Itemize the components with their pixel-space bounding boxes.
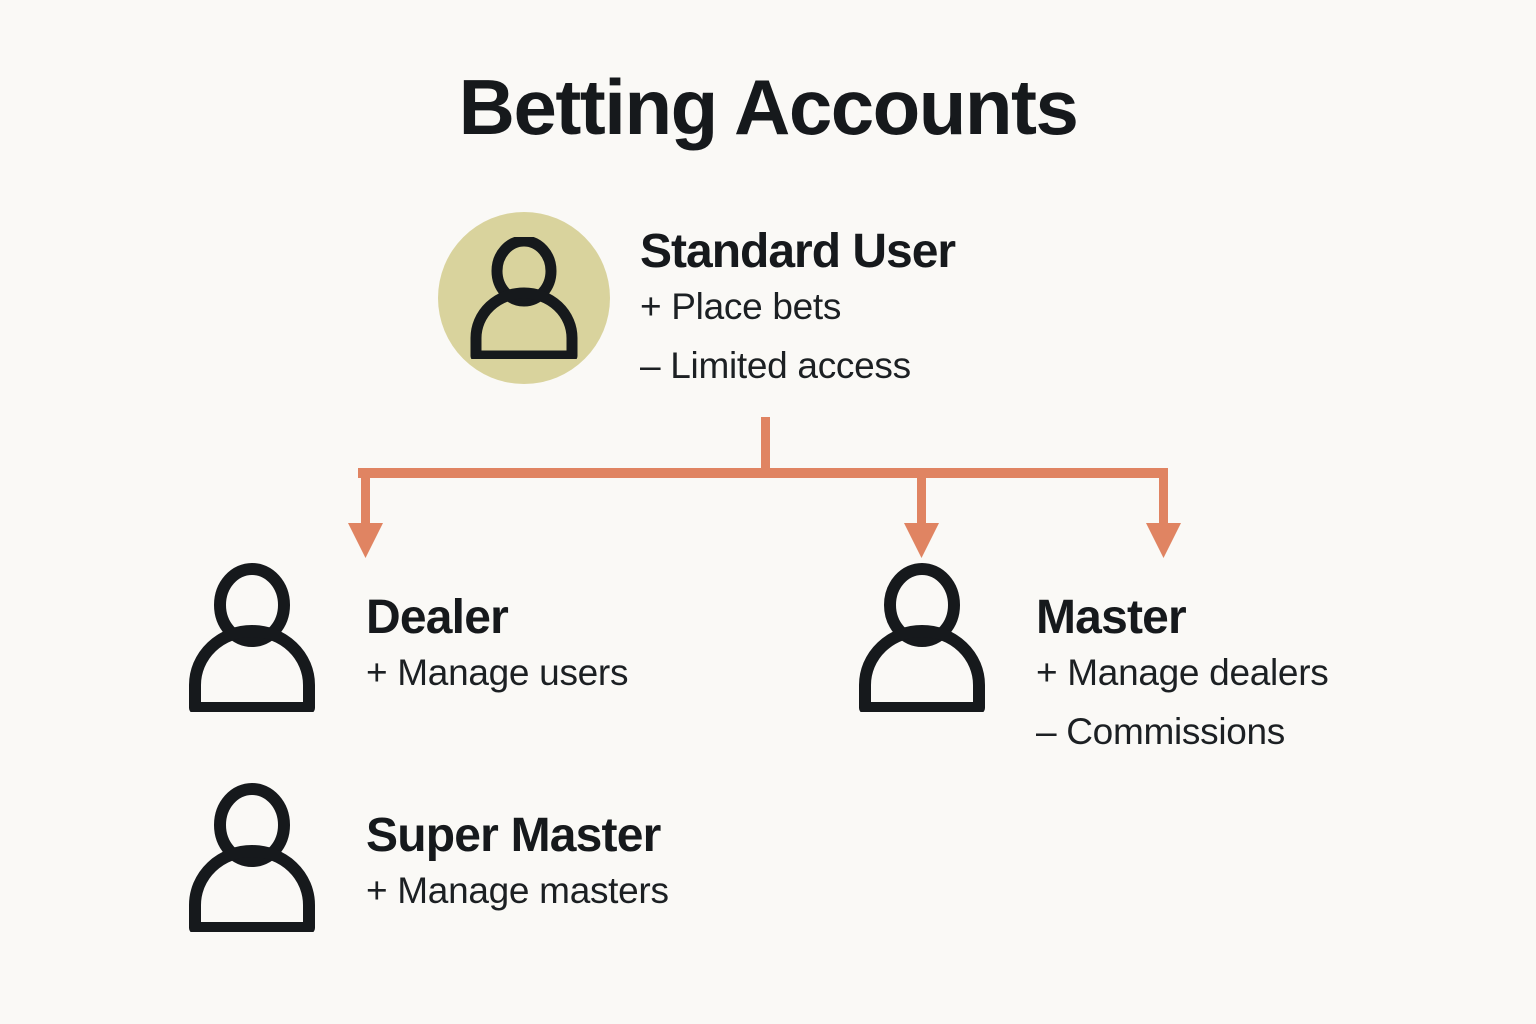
node-standard-user[interactable]: Standard User + Place bets – Limited acc… — [438, 212, 956, 395]
node-dealer-perk-0: + Manage users — [366, 651, 629, 693]
avatar-standard-user — [438, 212, 610, 384]
node-standard-user-perk-1: – Limited access — [640, 345, 911, 387]
node-master-text: Master + Manage dealers – Commissions — [1036, 591, 1329, 761]
node-standard-user-text: Standard User + Place bets – Limited acc… — [640, 225, 956, 395]
node-master-label: Master — [1036, 591, 1187, 644]
node-master-perk-1: – Commissions — [1036, 711, 1285, 753]
connector-middle-arrowhead — [904, 523, 939, 558]
avatar-dealer — [186, 562, 318, 712]
avatar-super-master — [186, 782, 318, 932]
avatar-master — [856, 562, 988, 712]
connector-left-arrowhead — [348, 523, 383, 558]
node-dealer-text: Dealer + Manage users — [366, 591, 629, 702]
connector-stem — [761, 417, 770, 477]
node-super-master-label: Super Master — [366, 809, 661, 862]
node-standard-user-label: Standard User — [640, 225, 956, 278]
connector-right-line — [1159, 472, 1168, 530]
person-icon — [470, 237, 578, 359]
node-super-master-perk-0: + Manage masters — [366, 869, 669, 911]
person-icon — [189, 783, 315, 932]
connector-middle-line — [917, 472, 926, 530]
person-icon — [189, 563, 315, 712]
node-standard-user-perk-0: + Place bets — [640, 285, 842, 327]
page-title: Betting Accounts — [458, 63, 1079, 151]
node-master[interactable]: Master + Manage dealers – Commissions — [856, 562, 1329, 761]
node-master-perk-0: + Manage dealers — [1036, 651, 1329, 693]
connector-bar — [358, 468, 1168, 478]
connector-right-arrowhead — [1146, 523, 1181, 558]
node-dealer[interactable]: Dealer + Manage users — [186, 562, 628, 712]
node-super-master[interactable]: Super Master + Manage masters — [186, 782, 669, 932]
person-icon — [859, 563, 985, 712]
node-super-master-text: Super Master + Manage masters — [366, 809, 669, 920]
node-dealer-label: Dealer — [366, 591, 509, 644]
connector-left-line — [361, 472, 370, 530]
